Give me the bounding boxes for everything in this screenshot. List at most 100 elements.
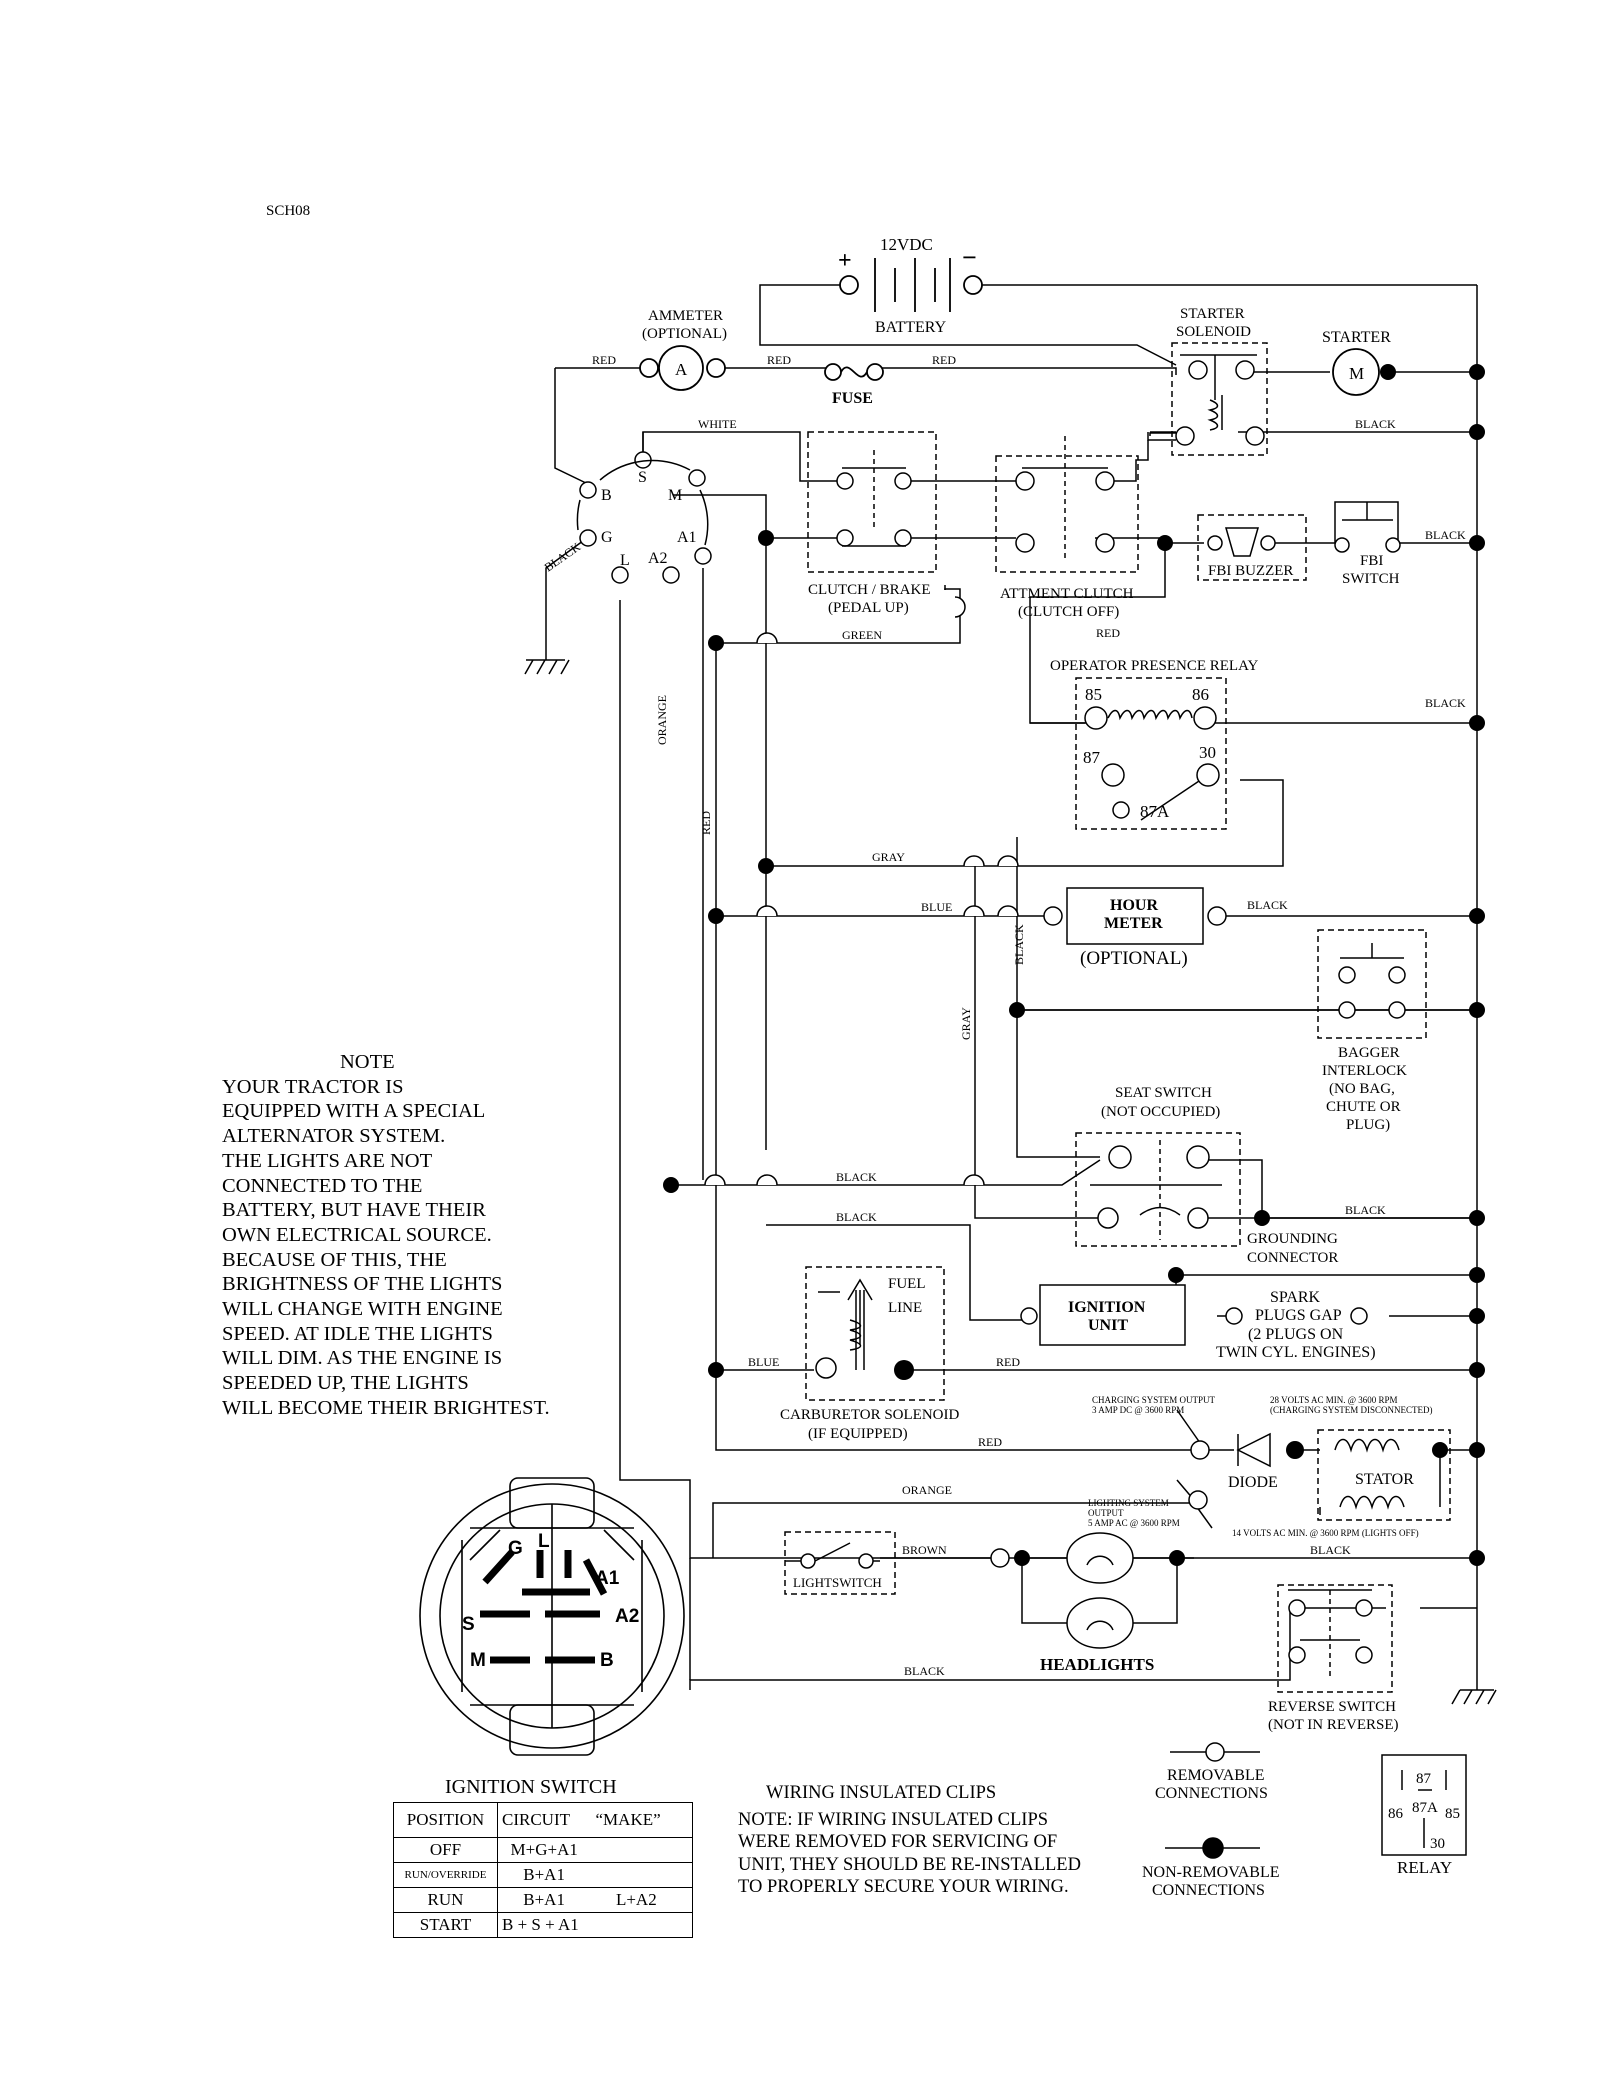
bagger-line5: PLUG) (1346, 1117, 1390, 1133)
note-line: OWN ELECTRICAL SOURCE. (222, 1223, 492, 1246)
terminal-a2: A2 (648, 550, 668, 567)
bagger-line2: INTERLOCK (1322, 1063, 1407, 1079)
legend-nonremovable (1165, 1837, 1260, 1859)
spark-line3: (2 PLUGS ON (1248, 1326, 1344, 1343)
row-circuit: B+A1 (497, 1862, 693, 1888)
row-extra-value: L+A2 (615, 1890, 657, 1909)
carburetor-solenoid (805, 1266, 945, 1401)
note-line: THE LIGHTS ARE NOT (222, 1149, 433, 1172)
ammeter-sub: (OPTIONAL) (642, 326, 727, 342)
wire-label-black-4: BLACK (1425, 696, 1466, 710)
table-row: START B + S + A1 (393, 1912, 693, 1938)
row-position: START (393, 1912, 498, 1938)
spark-line4: TWIN CYL. ENGINES) (1216, 1344, 1376, 1361)
wire-label-orange: ORANGE (655, 695, 669, 745)
charging-output-line2: 3 AMP DC @ 3600 RPM (1092, 1405, 1184, 1415)
battery-plus: + (838, 248, 852, 274)
note-line: WILL CHANGE WITH ENGINE (222, 1298, 503, 1321)
legend-relay-87a: 87A (1412, 1800, 1438, 1816)
ignition-unit-line2: UNIT (1088, 1317, 1128, 1334)
wire-label-red-6: RED (996, 1355, 1020, 1369)
terminal-l: L (620, 552, 630, 569)
note-line: SPEED. AT IDLE THE LIGHTS (222, 1322, 493, 1345)
lighting-terminal (1188, 1490, 1208, 1510)
fbi-buzzer (1197, 514, 1307, 581)
note-line: BATTERY, BUT HAVE THEIR (222, 1199, 486, 1222)
grounding-line1: GROUNDING (1247, 1231, 1338, 1247)
fuse-label: FUSE (832, 390, 873, 407)
wire-label-black-10: BLACK (1310, 1543, 1351, 1557)
headlights (990, 1532, 1134, 1649)
terminal-m: M (668, 487, 682, 504)
diode-label: DIODE (1228, 1474, 1278, 1491)
attachment-clutch-line1: ATTMENT CLUTCH (1000, 586, 1134, 602)
wire-label-blue-1: BLUE (921, 900, 952, 914)
row-circuit: B+A1 L+A2 (497, 1887, 693, 1913)
row-circuit-value: B + S + A1 (502, 1915, 579, 1934)
hour-meter-sub: (OPTIONAL) (1080, 948, 1188, 969)
note-line: SPEEDED UP, THE LIGHTS (222, 1372, 469, 1395)
ammeter-label: AMMETER (648, 308, 723, 324)
switch-face-labels: G L A1 A2 S M B (462, 1531, 639, 1671)
fbi-buzzer-label: FBI BUZZER (1208, 563, 1293, 579)
wire-label-blue-2: BLUE (748, 1355, 779, 1369)
wire-label-red-1: RED (592, 353, 616, 367)
spark-line1: SPARK (1270, 1289, 1321, 1306)
face-label-b: B (600, 1650, 614, 1671)
header-position: POSITION (393, 1802, 498, 1838)
note-line: ALTERNATOR SYSTEM. (222, 1125, 446, 1148)
fuel-line2: LINE (888, 1300, 922, 1316)
legend-relay-30: 30 (1430, 1836, 1445, 1852)
table-row: RUN/OVERRIDE B+A1 (393, 1862, 693, 1888)
lighting-ac: 14 VOLTS AC MIN. @ 3600 RPM (LIGHTS OFF) (1232, 1528, 1419, 1538)
charging-output-line1: CHARGING SYSTEM OUTPUT (1092, 1395, 1216, 1405)
row-position: RUN (393, 1887, 498, 1913)
ignition-position-table: POSITION CIRCUIT “MAKE” OFF M+G+A1 RUN/O… (393, 1802, 693, 1938)
lighting-output-line1: LIGHTING SYSTEM (1088, 1498, 1169, 1508)
legend-relay (1381, 1754, 1467, 1856)
hour-meter (1043, 887, 1227, 945)
bagger-interlock (1317, 929, 1427, 1039)
ammeter-symbol: A (675, 360, 688, 379)
legend-removable-line1: REMOVABLE (1167, 1767, 1265, 1784)
battery-minus: − (962, 243, 977, 272)
table-header-row: POSITION CIRCUIT “MAKE” (393, 1802, 693, 1838)
legend-nonremovable-line2: CONNECTIONS (1152, 1882, 1265, 1899)
wire-label-red-5: RED (699, 811, 713, 835)
relay-87a: 87A (1140, 802, 1170, 821)
clips-line: UNIT, THEY SHOULD BE RE-INSTALLED (738, 1854, 1081, 1875)
charging-ac-line1: 28 VOLTS AC MIN. @ 3600 RPM (1270, 1395, 1398, 1405)
ignition-unit (1020, 1284, 1368, 1346)
starter-solenoid (1171, 342, 1268, 456)
face-label-s: S (462, 1614, 475, 1635)
row-position: RUN/OVERRIDE (393, 1862, 498, 1888)
legend-relay-86: 86 (1388, 1806, 1404, 1822)
wire-label-brown: BROWN (902, 1543, 947, 1557)
ammeter (639, 345, 726, 391)
clips-title: WIRING INSULATED CLIPS (766, 1783, 997, 1803)
terminal-a1: A1 (677, 529, 697, 546)
lighting-output-line3: 5 AMP AC @ 3600 RPM (1088, 1518, 1180, 1528)
legend-removable-line2: CONNECTIONS (1155, 1785, 1268, 1802)
face-label-g: G (508, 1538, 523, 1559)
wire-label-black-5: BLACK (1247, 898, 1288, 912)
row-circuit-value: B+A1 (523, 1865, 565, 1884)
reverse-switch-line1: REVERSE SWITCH (1268, 1699, 1396, 1715)
crossover-hops (704, 596, 1019, 1186)
ignition-switch-title: IGNITION SWITCH (445, 1776, 617, 1798)
row-position: OFF (393, 1837, 498, 1863)
seat-switch-line2: (NOT OCCUPIED) (1101, 1104, 1220, 1120)
wire-label-red-2: RED (767, 353, 791, 367)
terminal-s: S (638, 469, 647, 486)
header-circuit: CIRCUIT “MAKE” (497, 1802, 693, 1838)
fbi-switch (1334, 502, 1401, 553)
ignition-unit-line1: IGNITION (1068, 1299, 1146, 1316)
doc-id: SCH08 (266, 203, 310, 219)
legend-relay-label: RELAY (1397, 1858, 1452, 1877)
fbi-switch-line1: FBI (1360, 553, 1383, 569)
header-circuit-label: CIRCUIT (502, 1810, 570, 1829)
legend-removable (1170, 1742, 1260, 1762)
battery (839, 258, 983, 312)
light-switch-label: LIGHTSWITCH (793, 1575, 882, 1590)
